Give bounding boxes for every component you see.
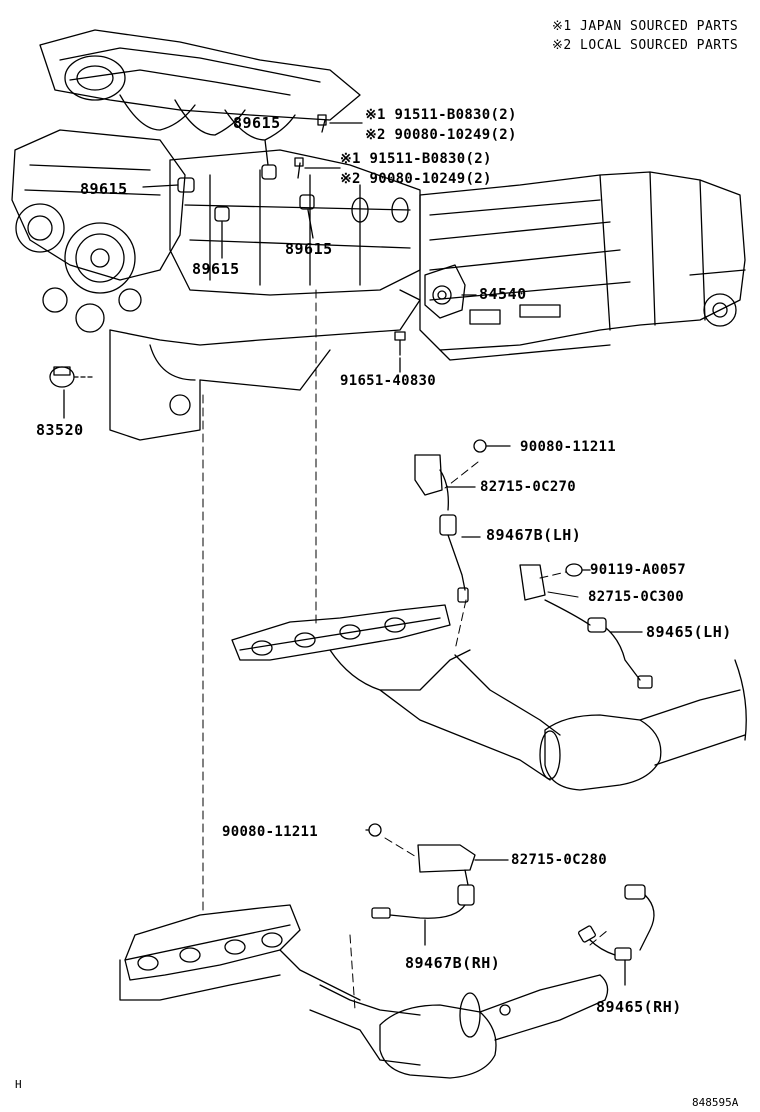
sensor-89467b-rh [365,823,509,946]
oil-pressure-switch-83520 [49,366,96,419]
sensors-89615 [142,114,363,259]
label-84540: 84540 [479,285,527,303]
label-82715-0c280: 82715-0C280 [511,852,608,868]
label-82715-0c270: 82715-0C270 [480,479,577,495]
label-91651-40830: 91651-40830 [340,373,437,389]
label-89465-lh: 89465(LH) [646,623,732,641]
neutral-start-switch-84540 [424,264,477,319]
label-89467b-rh: 89467B(RH) [405,954,501,972]
lh-exhaust-manifold [231,604,747,791]
reference-lines [202,289,609,1011]
label-89615-lower-left: 89615 [192,260,240,278]
legend-note-japan: ※1 JAPAN SOURCED PARTS [552,19,739,34]
transmission-assembly [419,171,746,361]
figure-code: 848595A [692,1096,739,1109]
label-bolt2-local: ※2 90080-10249(2) [340,171,492,187]
legend-note-local: ※2 LOCAL SOURCED PARTS [552,38,739,53]
label-82715-0c300: 82715-0C300 [588,589,685,605]
label-89615-lower-right: 89615 [285,240,333,258]
label-90080-11211-rh: 90080-11211 [222,824,319,840]
label-90080-11211-lh: 90080-11211 [520,439,617,455]
label-89467b-lh: 89467B(LH) [486,526,582,544]
label-bolt1-local: ※2 90080-10249(2) [365,127,517,143]
label-89615-left: 89615 [80,180,128,198]
label-83520: 83520 [36,421,84,439]
label-89465-rh: 89465(RH) [596,998,682,1016]
sensor-89467b-lh [414,439,511,603]
label-bolt1-japan: ※1 91511-B0830(2) [365,107,517,123]
label-bolt2-japan: ※1 91511-B0830(2) [340,151,492,167]
label-89615-top: 89615 [233,114,281,132]
rh-exhaust-manifold [119,904,609,1079]
sensor-89465-lh [519,563,653,689]
corner-mark: H [15,1078,22,1091]
sensor-89465-rh [578,884,655,986]
bolt-91651 [394,331,406,373]
engine-assembly [11,29,421,441]
label-90119-a0057: 90119-A0057 [590,562,687,578]
